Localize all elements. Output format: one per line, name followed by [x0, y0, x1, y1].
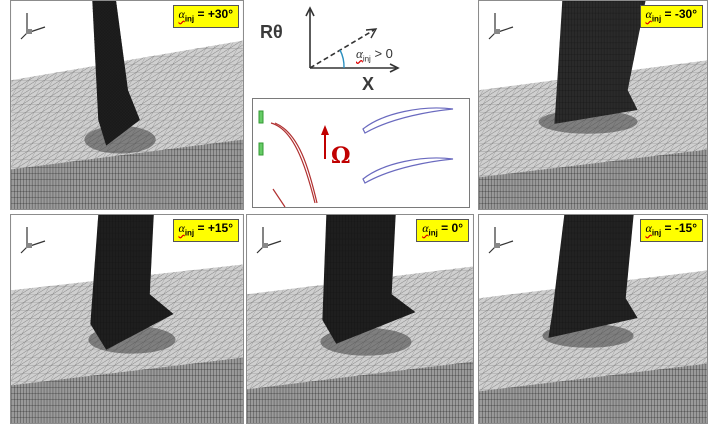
x-axis-label: X: [362, 74, 375, 94]
mesh-panel-minus-30: αinj = -30°: [478, 0, 708, 210]
axis-triad-icon: [17, 221, 51, 255]
mesh-panel-zero: αinj = 0°: [246, 214, 474, 424]
angle-schematic: Rθ X αinj > 0: [246, 0, 472, 210]
mesh-panel-plus-15: αinj = +15°: [10, 214, 244, 424]
mesh-panel-minus-15: αinj = -15°: [478, 214, 708, 424]
axis-triad-icon: [485, 221, 519, 255]
blade-cascade-svg: [258, 107, 454, 208]
angle-diagram-svg: [305, 6, 400, 73]
mesh-render-minus-30: [479, 1, 707, 209]
blade-cascade-inset: Ω: [252, 98, 470, 208]
mesh-render-minus-15: [479, 215, 707, 423]
injection-angle-label: αinj = +15°: [172, 219, 239, 243]
injection-angle-label: αinj = +30°: [172, 5, 239, 29]
alpha-condition-label: αinj > 0: [356, 46, 393, 64]
mesh-render-zero: [247, 215, 473, 423]
axis-triad-icon: [485, 7, 519, 41]
injection-angle-label: αinj = -15°: [639, 219, 703, 243]
mesh-panel-plus-30: αinj = +30°: [10, 0, 244, 210]
r-theta-label: Rθ: [260, 22, 283, 42]
mesh-render-plus-15: [11, 215, 243, 423]
axis-triad-icon: [17, 7, 51, 41]
omega-rotation-label: Ω: [331, 143, 351, 169]
injection-angle-label: αinj = -30°: [639, 5, 703, 29]
mesh-render-plus-30: [11, 1, 243, 209]
axis-triad-icon: [253, 221, 287, 255]
injection-angle-label: αinj = 0°: [416, 219, 469, 243]
